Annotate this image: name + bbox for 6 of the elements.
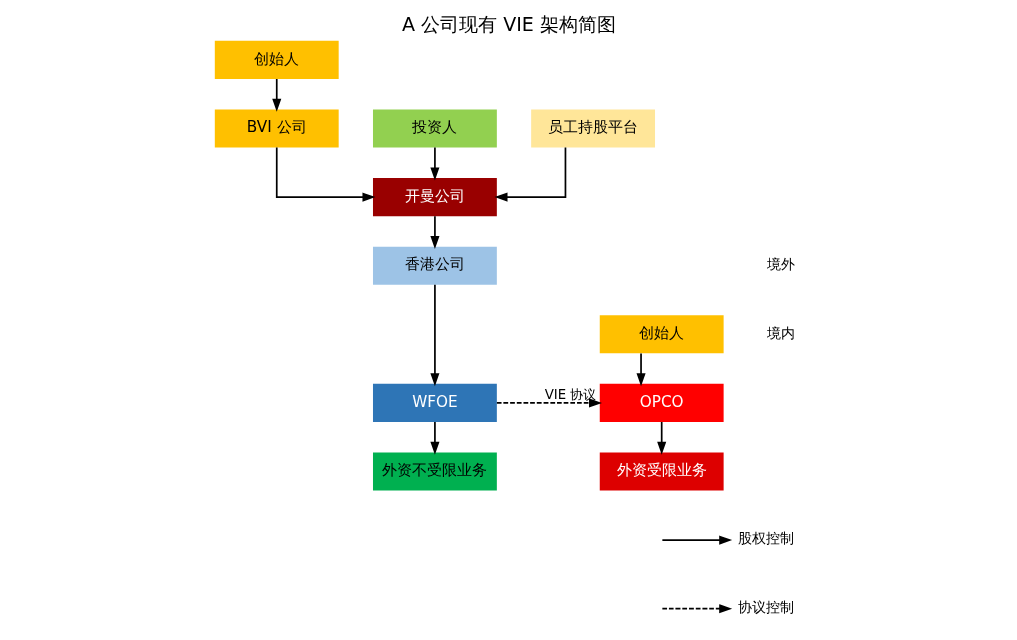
edge-label: VIE 协议 (544, 387, 596, 403)
legend-label: 协议控制 (738, 599, 794, 616)
legend-label: 股权控制 (738, 530, 794, 547)
label: 境外 (766, 256, 795, 273)
diagram-title: A 公司现有 VIE 架构简图 (401, 13, 616, 36)
label: 境内 (766, 324, 795, 341)
